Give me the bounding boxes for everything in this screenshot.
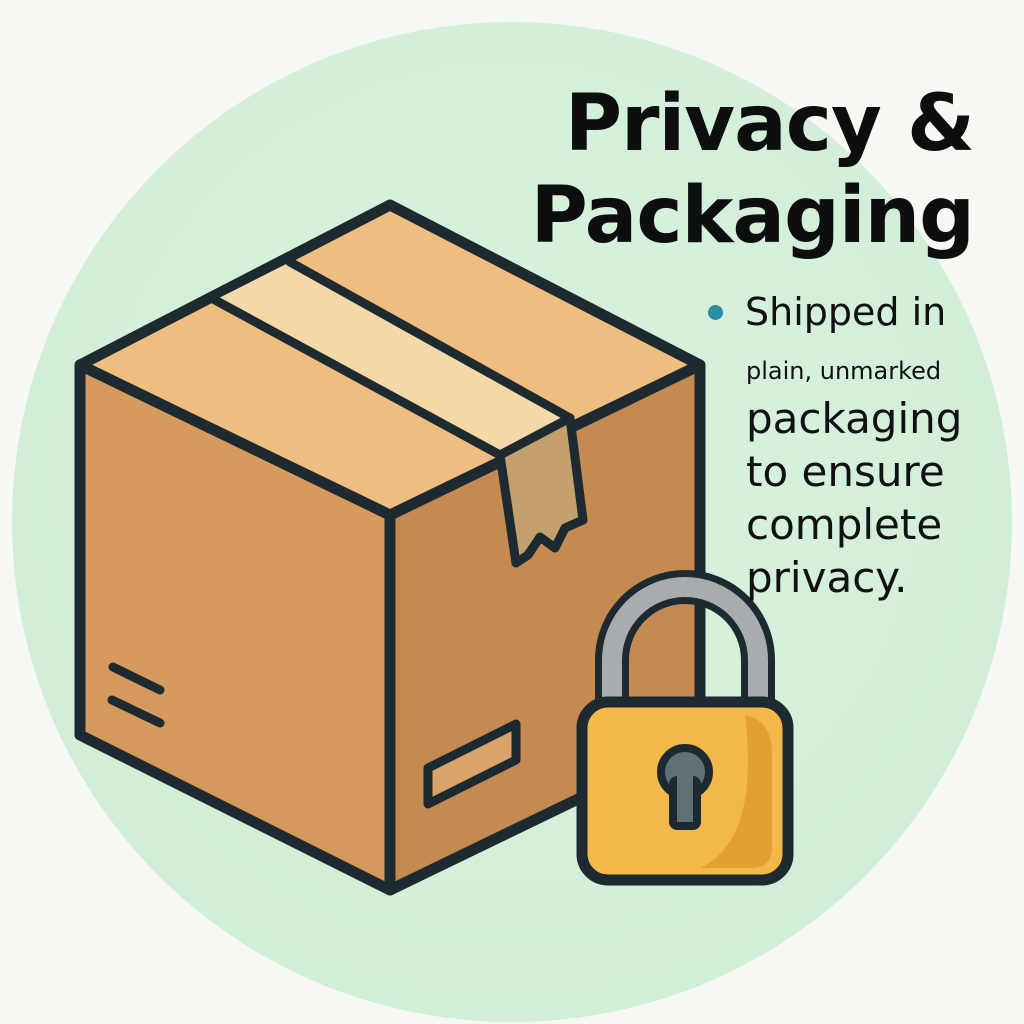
title-line-1: Privacy & [564,79,975,169]
title-line-2: Packaging [530,171,975,261]
bullet-line-3: complete [746,500,943,549]
bullet-lead-text: Shipped in [745,290,947,334]
page-title: Privacy & Packaging [530,78,975,262]
bullet-line-4: privacy. [746,553,908,602]
padlock-icon [576,570,794,886]
bullet-body: packaging to ensure complete privacy. [746,392,962,604]
bullet-dot-icon [708,304,723,320]
bullet-item: Shipped in [708,286,946,338]
cardboard-box-icon [74,199,706,896]
bullet-line-1: packaging [746,394,963,443]
bullet-line-2: to ensure [746,447,945,496]
bullet-small-line: plain, unmarked [746,357,942,385]
